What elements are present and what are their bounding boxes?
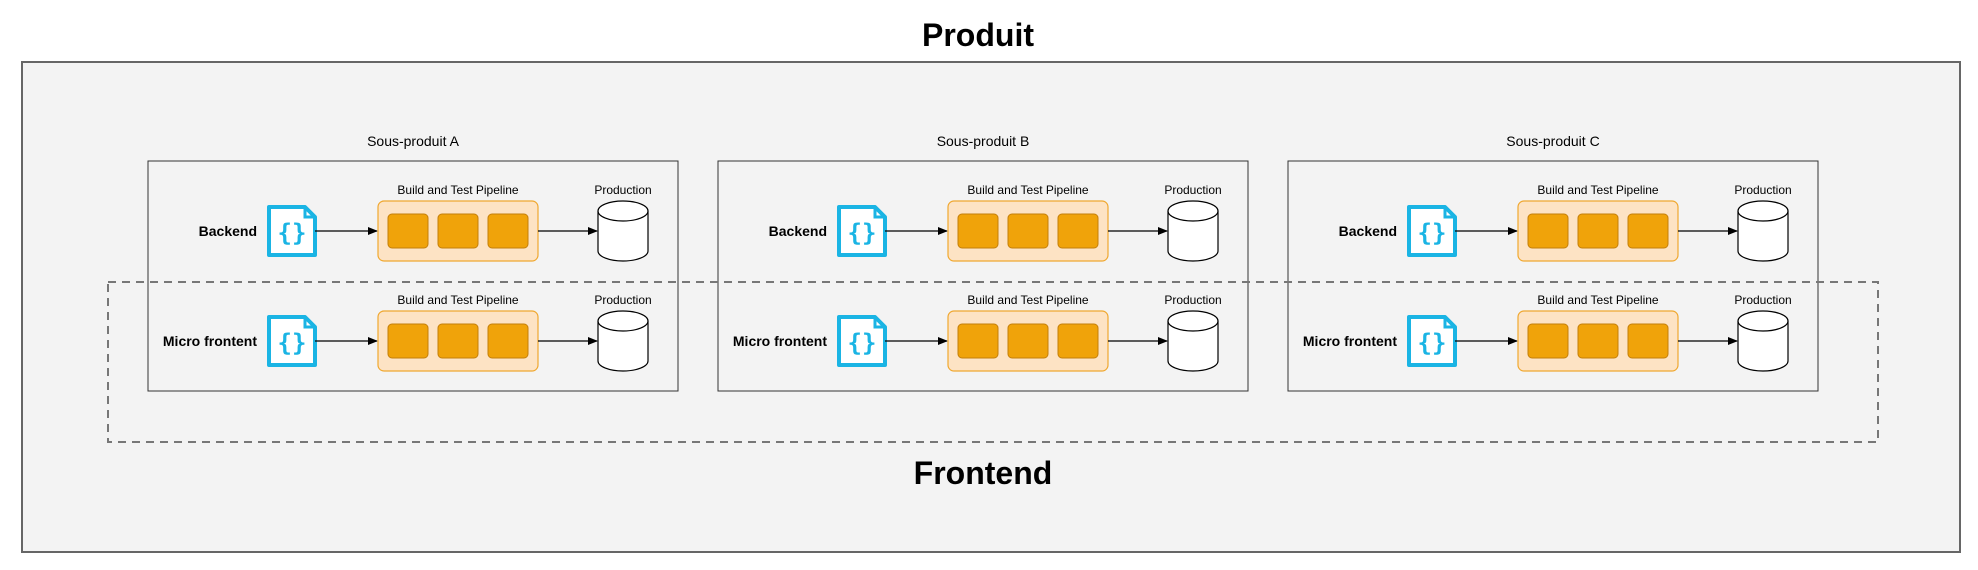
subproduct-group: Sous-produit A Backend {} Build and Test Pi… bbox=[147, 133, 679, 392]
micro-frontend-row: Micro frontent {} Build and Test Pipeline P… bbox=[1303, 293, 1792, 372]
code-file-icon: {} bbox=[267, 315, 317, 367]
svg-text:{}: {} bbox=[848, 329, 877, 357]
production-label: Production bbox=[594, 293, 651, 307]
row-label: Backend bbox=[1339, 223, 1397, 239]
code-file-icon: {} bbox=[267, 205, 317, 257]
pipeline-stage bbox=[1007, 323, 1049, 359]
pipeline-label: Build and Test Pipeline bbox=[1537, 183, 1659, 197]
pipeline-label: Build and Test Pipeline bbox=[967, 183, 1089, 197]
row-label: Micro frontent bbox=[1303, 333, 1397, 349]
subproduct-box bbox=[1287, 160, 1819, 392]
svg-text:{}: {} bbox=[278, 219, 307, 247]
svg-text:{}: {} bbox=[1418, 219, 1447, 247]
svg-text:{}: {} bbox=[848, 219, 877, 247]
svg-text:{}: {} bbox=[278, 329, 307, 357]
subproduct-group: Sous-produit B Backend {} Build and Test Pi… bbox=[717, 133, 1249, 392]
product-container bbox=[21, 61, 1961, 553]
subproduct-title: Sous-produit B bbox=[937, 133, 1030, 149]
pipeline-stage bbox=[387, 323, 429, 359]
row-label: Backend bbox=[769, 223, 827, 239]
pipeline-stage bbox=[1577, 213, 1619, 249]
production-label: Production bbox=[594, 183, 651, 197]
pipeline-stage bbox=[437, 213, 479, 249]
pipeline-label: Build and Test Pipeline bbox=[967, 293, 1089, 307]
frontend-group-outline bbox=[107, 281, 1879, 443]
backend-row: Backend {} Build and Test Pipeline Producti… bbox=[1339, 183, 1792, 262]
database-icon bbox=[1167, 310, 1219, 372]
database-icon bbox=[1737, 310, 1789, 372]
code-file-icon: {} bbox=[1407, 315, 1457, 367]
subproduct-title: Sous-produit A bbox=[367, 133, 459, 149]
pipeline-stage bbox=[1007, 213, 1049, 249]
production-label: Production bbox=[1734, 293, 1791, 307]
pipeline-stage bbox=[487, 323, 529, 359]
pipeline-stage bbox=[1057, 213, 1099, 249]
pipeline-label: Build and Test Pipeline bbox=[397, 183, 519, 197]
production-label: Production bbox=[1734, 183, 1791, 197]
row-label: Micro frontent bbox=[733, 333, 827, 349]
pipeline-stage bbox=[957, 213, 999, 249]
code-file-icon: {} bbox=[1407, 205, 1457, 257]
production-label: Production bbox=[1164, 183, 1221, 197]
database-icon bbox=[597, 310, 649, 372]
micro-frontend-row: Micro frontent {} Build and Test Pipeline P… bbox=[163, 293, 652, 372]
micro-frontend-row: Micro frontent {} Build and Test Pipeline P… bbox=[733, 293, 1222, 372]
backend-row: Backend {} Build and Test Pipeline Producti… bbox=[199, 183, 652, 262]
code-file-icon: {} bbox=[837, 315, 887, 367]
pipeline-stage bbox=[1527, 213, 1569, 249]
pipeline-stage bbox=[487, 213, 529, 249]
backend-row: Backend {} Build and Test Pipeline Producti… bbox=[769, 183, 1222, 262]
svg-text:{}: {} bbox=[1418, 329, 1447, 357]
row-label: Micro frontent bbox=[163, 333, 257, 349]
subproducts-layer: Sous-produit A Backend {} Build and Test Pi… bbox=[147, 133, 1819, 392]
production-label: Production bbox=[1164, 293, 1221, 307]
pipeline-label: Build and Test Pipeline bbox=[1537, 293, 1659, 307]
pipeline-stage bbox=[1577, 323, 1619, 359]
pipeline-stage bbox=[957, 323, 999, 359]
subproduct-box bbox=[717, 160, 1249, 392]
pipeline-stage bbox=[1627, 213, 1669, 249]
pipeline-label: Build and Test Pipeline bbox=[397, 293, 519, 307]
database-icon bbox=[597, 200, 649, 262]
database-icon bbox=[1737, 200, 1789, 262]
pipeline-stage bbox=[437, 323, 479, 359]
frontend-label: Frontend bbox=[914, 455, 1053, 491]
subproduct-box bbox=[147, 160, 679, 392]
pipeline-stage bbox=[1627, 323, 1669, 359]
code-file-icon: {} bbox=[837, 205, 887, 257]
pipeline-stage bbox=[387, 213, 429, 249]
subproduct-group: Sous-produit C Backend {} Build and Test Pi… bbox=[1287, 133, 1819, 392]
pipeline-stage bbox=[1527, 323, 1569, 359]
subproduct-title: Sous-produit C bbox=[1506, 133, 1599, 149]
row-label: Backend bbox=[199, 223, 257, 239]
diagram-title: Produit bbox=[922, 17, 1034, 53]
pipeline-stage bbox=[1057, 323, 1099, 359]
database-icon bbox=[1167, 200, 1219, 262]
